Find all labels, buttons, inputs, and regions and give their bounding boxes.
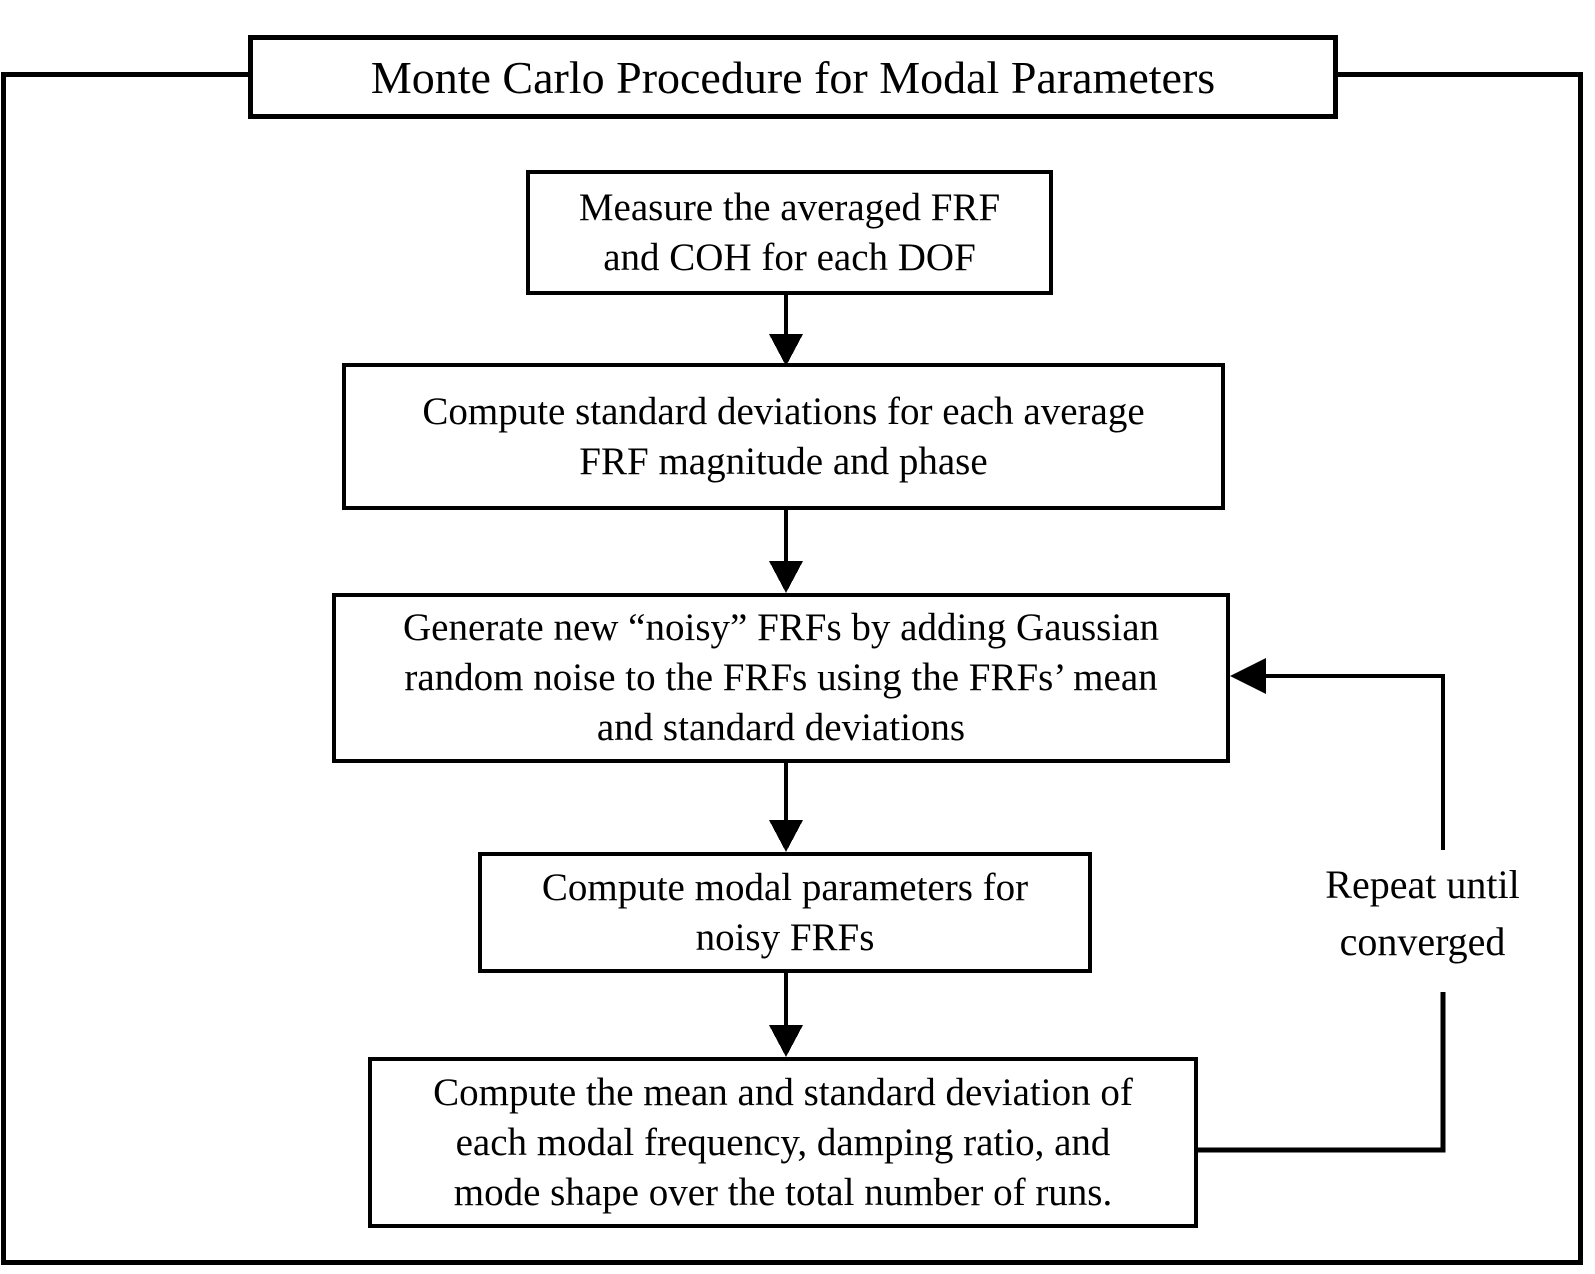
step-text-line: Compute standard deviations for each ave… bbox=[422, 389, 1145, 433]
step-text-line: and standard deviations bbox=[596, 706, 966, 749]
step-text-line: Compute modal parameters for bbox=[541, 865, 1029, 909]
title-box: Monte Carlo Procedure for Modal Paramete… bbox=[248, 35, 1338, 119]
arrow-measure-to-stddev bbox=[769, 295, 803, 366]
step-text-line: random noise to the FRFs using the FRFs’… bbox=[404, 656, 1158, 699]
step-text-line: Generate new “noisy” FRFs by adding Gaus… bbox=[402, 606, 1160, 649]
feedback-loop-connector bbox=[1198, 658, 1446, 1153]
step-text-line: Measure the averaged FRF bbox=[578, 185, 1001, 229]
step-measure-frf: Measure the averaged FRF and COH for eac… bbox=[526, 170, 1053, 295]
arrow-stddev-to-noisy bbox=[769, 510, 803, 593]
repeat-until-converged-label: Repeat until converged bbox=[1290, 856, 1555, 970]
step-compute-statistics: Compute the mean and standard deviation … bbox=[368, 1057, 1198, 1228]
diagram-title: Monte Carlo Procedure for Modal Paramete… bbox=[370, 51, 1216, 103]
step-text-line: each modal frequency, damping ratio, and bbox=[455, 1120, 1111, 1164]
step-text-line: mode shape over the total number of runs… bbox=[453, 1170, 1113, 1214]
loop-label-line: converged bbox=[1339, 919, 1506, 964]
step-compute-std-dev: Compute standard deviations for each ave… bbox=[342, 363, 1225, 510]
step-text-line: noisy FRFs bbox=[695, 915, 875, 959]
arrow-noisy-to-modal bbox=[769, 763, 803, 852]
step-text-line: and COH for each DOF bbox=[603, 235, 976, 279]
loop-label-line: Repeat until bbox=[1325, 862, 1520, 907]
step-generate-noisy-frfs: Generate new “noisy” FRFs by adding Gaus… bbox=[332, 593, 1230, 763]
step-text-line: Compute the mean and standard deviation … bbox=[433, 1070, 1133, 1114]
step-text-line: FRF magnitude and phase bbox=[579, 439, 988, 483]
arrow-modal-to-stats bbox=[769, 973, 803, 1057]
step-compute-modal-parameters: Compute modal parameters for noisy FRFs bbox=[478, 852, 1092, 973]
